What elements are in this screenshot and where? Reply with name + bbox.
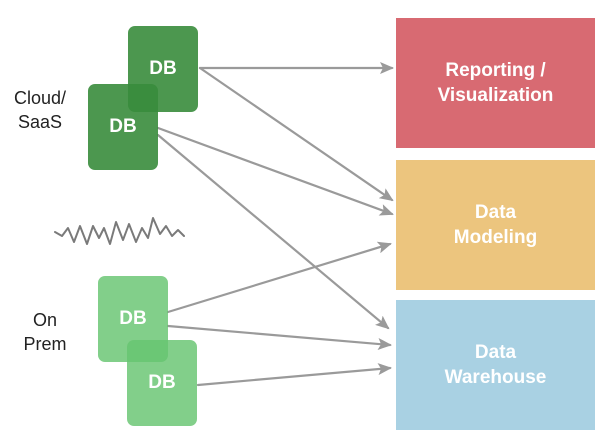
arrow-prem-top-to-modeling [166, 241, 392, 314]
reporting-visualization-box: Reporting / Visualization [396, 18, 595, 148]
reporting-line1: Reporting / [445, 60, 546, 81]
prem-db-front-label: DB [148, 372, 176, 393]
cloud-db-front-label: DB [109, 116, 137, 137]
arrow-prem-bottom-to-warehouse [196, 363, 392, 387]
cloud-db-back-label: DB [149, 58, 177, 79]
modeling-line2: Modeling [453, 227, 538, 248]
cloud-saas-label: Cloud/ SaaS [4, 86, 76, 134]
data-modeling-box: Data Modeling [396, 160, 595, 290]
zigzag-squiggle-icon [54, 217, 185, 245]
prem-label-line2: Prem [23, 334, 67, 354]
prem-db-back-label: DB [119, 308, 147, 329]
arrow-cloud-top-to-modeling [198, 66, 394, 202]
modeling-line1: Data [474, 202, 517, 223]
cloud-label-line2: SaaS [17, 112, 63, 132]
cloud-db-front: DB [88, 84, 158, 170]
arrow-cloud-bottom-to-modeling [156, 126, 394, 216]
warehouse-line2: Warehouse [444, 367, 547, 388]
arrow-prem-top-to-warehouse [166, 324, 392, 350]
reporting-line2: Visualization [437, 85, 554, 106]
data-warehouse-box: Data Warehouse [396, 300, 595, 430]
prem-db-front: DB [127, 340, 197, 426]
arrow-cloud-bottom-to-warehouse [156, 133, 390, 330]
on-prem-label: On Prem [10, 308, 80, 356]
cloud-label-line1: Cloud/ [13, 88, 67, 108]
prem-label-line1: On [32, 310, 57, 330]
warehouse-line1: Data [474, 342, 517, 363]
